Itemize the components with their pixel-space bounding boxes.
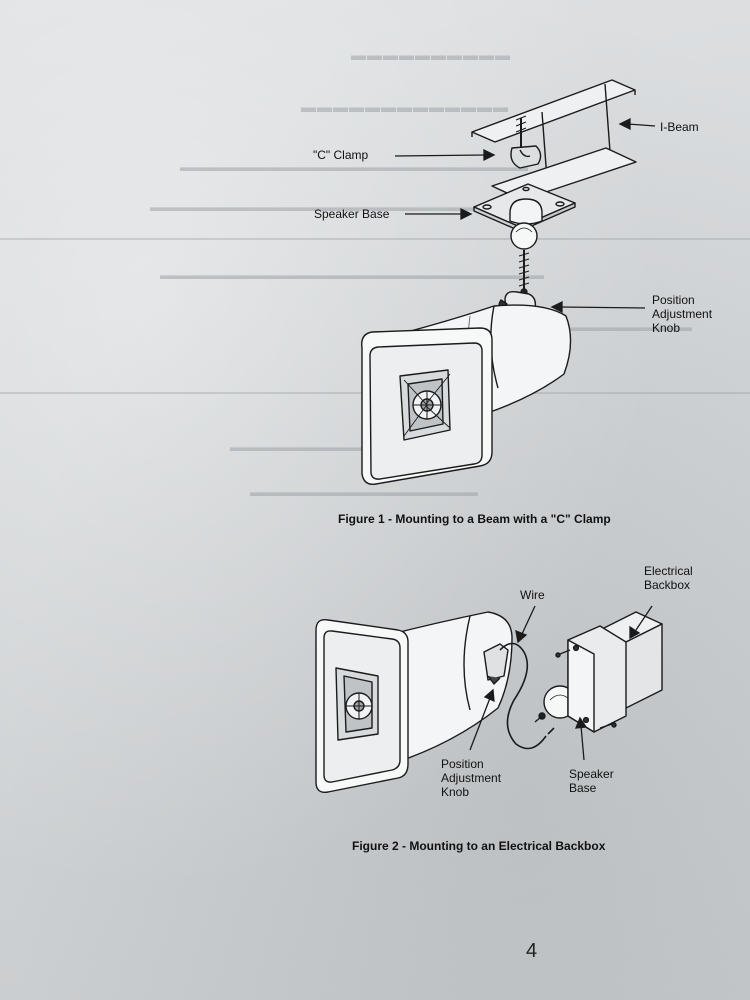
position-knob-label-line: Position <box>652 293 695 307</box>
cclamp-drawing <box>510 115 542 169</box>
position-knob-label-line: Knob <box>652 321 681 335</box>
position-knob-label: Position Adjustment Knob <box>441 757 531 799</box>
horn-speaker-drawing <box>361 290 572 485</box>
threaded-rod-drawing <box>518 250 530 298</box>
figure1-caption: Figure 1 - Mounting to a Beam with a "C"… <box>338 512 611 526</box>
horn-speaker-drawing <box>315 611 513 793</box>
speaker-base-label: Speaker Base <box>314 207 390 221</box>
paper-fold-line <box>0 238 750 240</box>
speaker-base-label-line: Base <box>569 781 597 795</box>
wire-label: Wire <box>520 588 545 602</box>
electrical-backbox-label-line: Electrical <box>644 564 693 578</box>
position-knob-label: Position Adjustment Knob <box>652 293 742 335</box>
speaker-base-label: Speaker Base <box>569 767 649 795</box>
wire-drawing <box>499 642 547 750</box>
electrical-backbox-label: Electrical Backbox <box>644 564 734 592</box>
position-knob-label-line: Adjustment <box>652 307 713 321</box>
ball-joint-drawing <box>509 198 543 250</box>
electrical-backbox-label-line: Backbox <box>644 578 691 592</box>
figure2-caption: Figure 2 - Mounting to an Electrical Bac… <box>352 839 606 853</box>
figure2-illustration <box>315 605 663 793</box>
figure1-illustration <box>361 79 656 485</box>
ibeam-drawing <box>471 79 637 201</box>
page-number: 4 <box>526 940 538 962</box>
position-knob-label-line: Position <box>441 757 484 771</box>
ibeam-label: I-Beam <box>660 120 699 134</box>
electrical-backbox-drawing <box>555 611 663 733</box>
cclamp-label: "C" Clamp <box>313 148 369 162</box>
position-knob-label-line: Adjustment <box>441 771 502 785</box>
speaker-base-label-line: Speaker <box>569 767 614 781</box>
position-knob-label-line: Knob <box>441 785 470 799</box>
